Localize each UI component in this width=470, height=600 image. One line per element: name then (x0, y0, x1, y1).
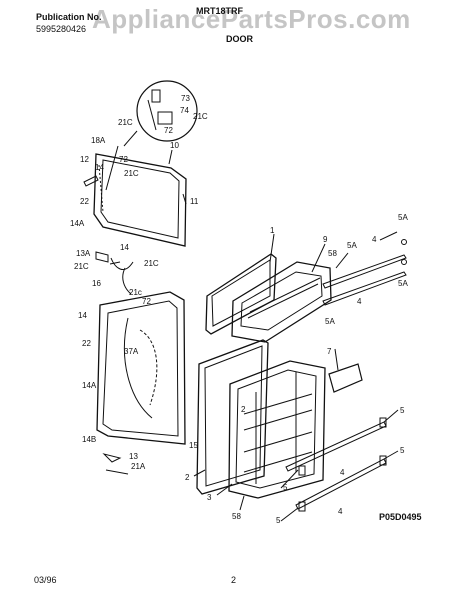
callout-18A: 18A (91, 136, 106, 145)
callout-15: 15 (189, 441, 198, 450)
callout-7: 7 (327, 347, 332, 356)
callout-13: 13 (129, 452, 138, 461)
callout-4-1: 4 (372, 235, 377, 244)
callout-12: 12 (80, 155, 89, 164)
callout-21C-2: 21C (118, 118, 133, 127)
drawing-code: P05D0495 (379, 512, 422, 522)
callout-22-2: 22 (82, 339, 91, 348)
fresh-food-door (96, 291, 186, 445)
callout-72-3: 72 (142, 297, 151, 306)
callout-72-2: 72 (119, 155, 128, 164)
callout-3: 3 (207, 493, 212, 502)
door-bin (328, 363, 363, 393)
callout-5-3: 5 (283, 483, 288, 492)
callout-13A: 13A (76, 249, 91, 258)
callout-58-2: 58 (232, 512, 241, 521)
callout-4-2: 4 (357, 297, 362, 306)
callout-14-3: 14 (78, 311, 87, 320)
callout-5-4: 5 (276, 516, 281, 525)
callout-16: 16 (92, 279, 101, 288)
publication-number: 5995280426 (36, 24, 87, 34)
detail-magnifier (136, 80, 198, 142)
callout-2-2: 2 (241, 405, 246, 414)
upper-door-liner (231, 261, 332, 343)
callout-73: 73 (181, 94, 190, 103)
callout-10: 10 (170, 141, 179, 150)
watermark-text: AppliancePartsPros.com (92, 4, 411, 34)
callout-21c: 21c (129, 288, 142, 297)
callout-72-1: 72 (164, 126, 173, 135)
callout-74: 74 (180, 106, 189, 115)
callout-21A: 21A (131, 462, 146, 471)
callout-37A: 37A (124, 347, 139, 356)
model-number: MRT18TRF (196, 6, 243, 16)
callout-4-3: 4 (340, 468, 345, 477)
lower-door-liner (228, 360, 326, 499)
callout-5-1: 5 (400, 406, 405, 415)
callout-11: 11 (190, 197, 199, 206)
callout-21C-1: 21C (193, 112, 208, 121)
callout-21C-5: 21C (74, 262, 89, 271)
callout-5A-3: 5A (398, 279, 408, 288)
publication-label: Publication No. (36, 12, 102, 22)
callout-21C-3: 21C (124, 169, 139, 178)
revision-date: 03/96 (34, 575, 57, 585)
callout-21C-4: 21C (144, 259, 159, 268)
callout-22-1: 22 (80, 197, 89, 206)
callout-14B: 14B (82, 435, 96, 444)
section-title: DOOR (226, 34, 253, 44)
callout-14-2: 14 (120, 243, 129, 252)
callout-1: 1 (270, 226, 275, 235)
page-number: 2 (231, 575, 237, 585)
callout-14A-2: 14A (82, 381, 97, 390)
lower-gasket (196, 339, 269, 495)
callout-5A-1: 5A (347, 241, 357, 250)
callout-14A-1: 14A (70, 219, 85, 228)
callout-5A-4: 5A (325, 317, 335, 326)
freezer-door (93, 153, 187, 247)
callout-2-1: 2 (185, 473, 190, 482)
callout-5A-2: 5A (398, 213, 408, 222)
callout-9: 9 (323, 235, 328, 244)
callout-58-1: 58 (328, 249, 337, 258)
callout-5-2: 5 (400, 446, 405, 455)
callout-14-1: 14 (95, 163, 104, 172)
callout-4-4: 4 (338, 507, 343, 516)
